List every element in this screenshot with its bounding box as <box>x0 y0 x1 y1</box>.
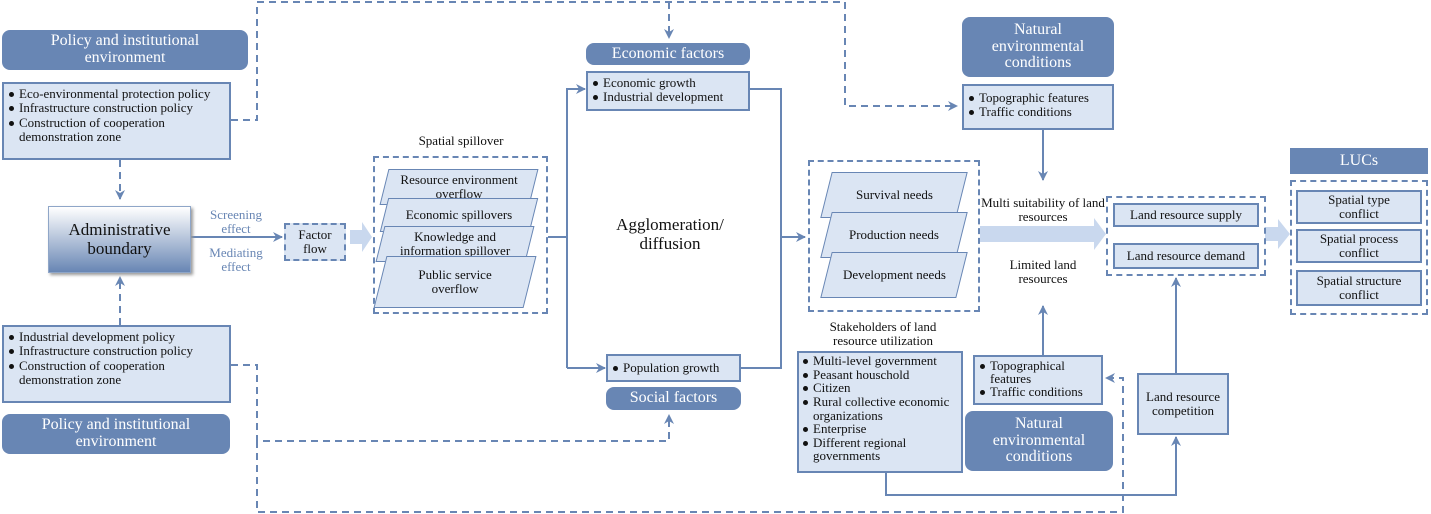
list-item: Rural collective economic organizations <box>802 395 958 422</box>
fat-arrow <box>980 218 1106 250</box>
natural-bottom-title: Natural environmental conditions <box>992 414 1086 466</box>
policy-top-header: Policy and institutional environment <box>2 30 248 70</box>
social-factors-title: Social factors <box>629 389 718 407</box>
flow-line <box>885 436 1181 496</box>
natural-bottom-header: Natural environmental conditions <box>965 411 1113 471</box>
factor-flow-box: Factor flow <box>284 223 346 261</box>
list-item: Peasant houschold <box>802 367 958 382</box>
need-label: Development needs <box>842 267 946 282</box>
limited-land-label: Limited land resources <box>1009 257 1077 286</box>
dashed-connector <box>231 364 674 442</box>
list-item: Infrastructure construction policy <box>8 343 225 358</box>
natural-top-header: Natural environmental conditions <box>962 17 1114 77</box>
economic-factors-title: Economic factors <box>611 44 725 62</box>
spillover-item: Public service overflow <box>373 256 537 308</box>
stakeholders-title: Stakeholders of land resource utilizatio… <box>829 319 937 348</box>
lucs-group <box>1290 180 1428 315</box>
natural-top-title: Natural environmental conditions <box>991 20 1085 72</box>
land-supply-label: Land resource supply <box>1130 207 1242 222</box>
flow-line <box>566 84 586 368</box>
policy-bottom-header: Policy and institutional environment <box>2 414 230 454</box>
administrative-boundary: Administrative boundary <box>48 206 191 273</box>
list-item: Construction of cooperation demonstratio… <box>8 358 225 388</box>
need-label: Production needs <box>849 227 939 242</box>
luc-item: Spatial structure conflict <box>1296 270 1422 306</box>
list-item: Construction of cooperation demonstratio… <box>8 115 225 145</box>
land-supply-box: Land resource supply <box>1113 203 1259 227</box>
social-factors-list: Population growth <box>606 354 741 382</box>
spatial-spillover-title: Spatial spillover <box>418 133 504 148</box>
list-item: Topographic features <box>968 90 1108 105</box>
land-demand-label: Land resource demand <box>1126 248 1246 263</box>
needs-group <box>808 160 980 312</box>
agglomeration-label: Agglomeration/ diffusion <box>600 212 740 258</box>
economic-factors-list: Economic growth Industrial development <box>586 71 750 111</box>
lucs-title: LUCs <box>1339 151 1379 169</box>
policy-top-title: Policy and institutional environment <box>50 32 200 66</box>
list-item: Infrastructure construction policy <box>8 100 225 115</box>
land-competition-box: Land resource competition <box>1137 373 1229 435</box>
luc-item: Spatial process conflict <box>1296 229 1422 263</box>
spillover-label: Resource environment overflow <box>400 172 518 201</box>
multi-suitability-label: Multi suitability of land resources <box>981 195 1105 224</box>
list-item: Industrial development policy <box>8 329 225 344</box>
spillover-label: Public service overflow <box>418 267 492 296</box>
fat-arrow <box>350 222 372 252</box>
flow-line <box>741 88 782 369</box>
luc-label: Spatial structure conflict <box>1316 273 1402 302</box>
policy-top-list: Eco-environmental protection policy Infr… <box>2 82 231 160</box>
list-item: Population growth <box>612 360 735 375</box>
policy-bottom-title: Policy and institutional environment <box>41 416 191 450</box>
need-label: Survival needs <box>855 187 933 202</box>
list-item: Eco-environmental protection policy <box>8 86 225 101</box>
factor-flow-label: Factor flow <box>298 227 332 256</box>
list-item: Different regional governments <box>802 435 958 463</box>
supply-demand-group <box>1106 196 1266 276</box>
lucs-header: LUCs <box>1290 148 1428 174</box>
spillover-label: Economic spillovers <box>405 207 513 222</box>
land-demand-box: Land resource demand <box>1113 243 1259 269</box>
spillover-label: Knowledge and information spillover <box>399 229 511 258</box>
list-item: Enterprise <box>802 422 958 436</box>
agglomeration-text: Agglomeration/ diffusion <box>616 215 724 253</box>
list-item: Topographical features <box>979 359 1097 385</box>
mediating-effect-label: Mediating effect <box>209 245 263 274</box>
land-competition-label: Land resource competition <box>1146 389 1220 418</box>
admin-boundary-label: Administrative boundary <box>68 219 171 258</box>
luc-label: Spatial type conflict <box>1328 192 1390 221</box>
luc-label: Spatial process conflict <box>1319 231 1399 260</box>
list-item: Economic growth <box>592 75 744 90</box>
natural-top-list: Topographic features Traffic conditions <box>962 84 1114 130</box>
stakeholders-list: Multi-level government Peasant houschold… <box>797 351 963 473</box>
need-item: Development needs <box>820 252 968 298</box>
spatial-spillover-group <box>373 156 548 314</box>
dashed-connector <box>231 1 958 121</box>
economic-factors-header: Economic factors <box>586 43 750 65</box>
list-item: Traffic conditions <box>979 385 1097 398</box>
dashed-connector <box>256 373 1124 513</box>
screening-effect-label: Screening effect <box>210 207 262 236</box>
list-item: Multi-level government <box>802 354 958 368</box>
list-item: Industrial development <box>592 89 744 104</box>
natural-bottom-list: Topographical features Traffic condition… <box>973 355 1103 405</box>
list-item: Citizen <box>802 381 958 395</box>
luc-item: Spatial type conflict <box>1296 190 1422 224</box>
list-item: Traffic conditions <box>968 104 1108 119</box>
fat-arrow <box>1265 219 1290 249</box>
policy-bottom-list: Industrial development policy Infrastruc… <box>2 325 231 403</box>
social-factors-header: Social factors <box>606 387 741 410</box>
